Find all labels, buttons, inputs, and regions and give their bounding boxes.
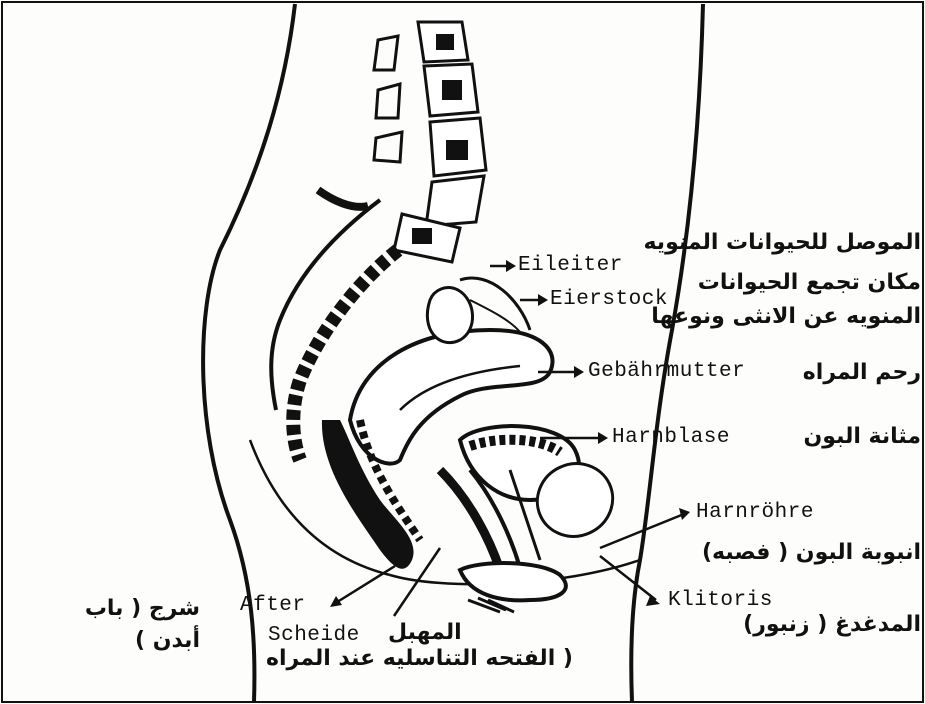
arabic-eileiter-line2: مكان تجمع الحيوانات bbox=[698, 272, 921, 294]
arabic-gebaermutter: رحم المراه bbox=[803, 362, 921, 384]
arabic-after-line2: أبدن ) bbox=[30, 630, 200, 652]
arabic-eierstock: المنويه عن الانثى ونوعها bbox=[651, 306, 921, 328]
label-scheide: Scheide bbox=[268, 625, 360, 646]
label-gebaermutter: Gebährmutter bbox=[588, 361, 745, 382]
label-after: After bbox=[240, 595, 306, 616]
arabic-harnblase: مثانة البون bbox=[804, 426, 921, 448]
vulva bbox=[460, 563, 566, 600]
label-harnblase: Harnblase bbox=[612, 427, 730, 448]
spinous-processes bbox=[374, 36, 402, 162]
arabic-after-line1: شرج ( باب bbox=[30, 598, 200, 620]
spine bbox=[394, 22, 486, 262]
fallopian-tube-2 bbox=[470, 300, 520, 332]
arabic-klitoris: المدغدغ ( زنبور) bbox=[743, 614, 921, 636]
arabic-eileiter-line1: الموصل للحيوانات المنويه bbox=[643, 232, 921, 254]
label-eileiter: Eileiter bbox=[518, 255, 623, 276]
sacrum-outline bbox=[271, 200, 380, 410]
arabic-scheide-line1: المهبل bbox=[388, 622, 462, 644]
ovary bbox=[427, 288, 472, 343]
iliac-crest bbox=[318, 190, 368, 207]
label-klitoris: Klitoris bbox=[668, 590, 773, 611]
arabic-harnroehre: انبوبة البون ( فصبه) bbox=[702, 542, 921, 564]
label-harnroehre: Harnröhre bbox=[696, 502, 814, 523]
label-eierstock: Eierstock bbox=[550, 289, 668, 310]
arabic-scheide-line2: ( الفتحه التناسليه عند المراه bbox=[266, 648, 573, 670]
